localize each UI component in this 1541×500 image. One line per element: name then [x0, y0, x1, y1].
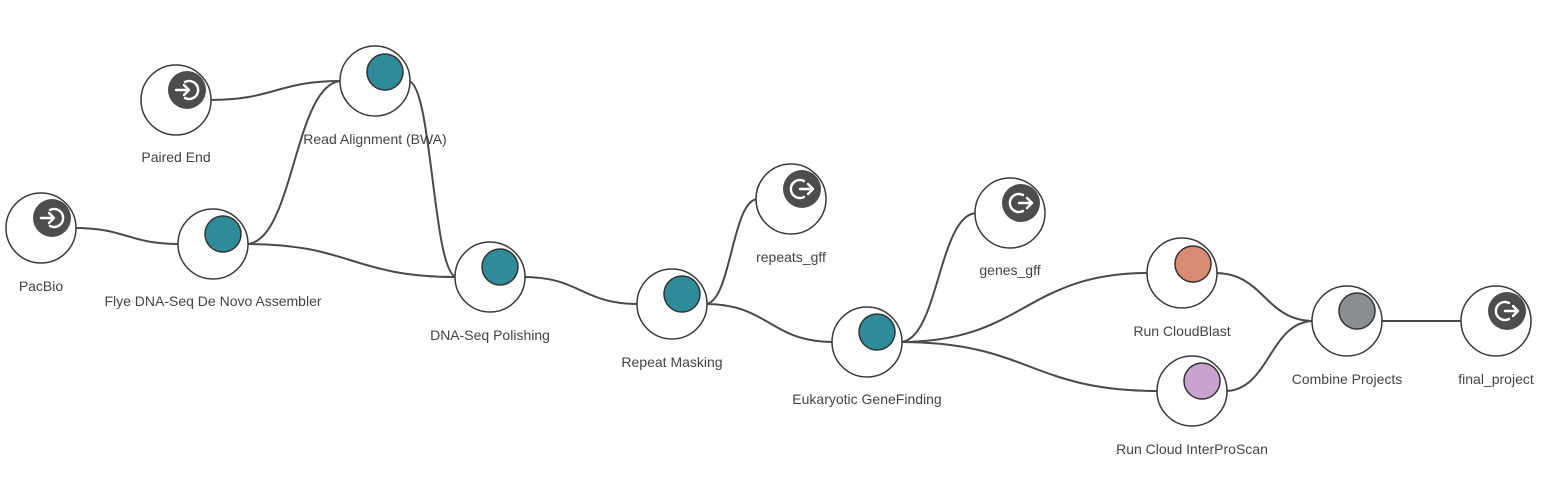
node-repeat[interactable]: Repeat Masking [621, 268, 723, 370]
edge-genefinding-to-cloudblast [899, 272, 1150, 343]
node-label: Paired End [141, 149, 210, 165]
edge-repeat-to-genefinding [704, 303, 835, 343]
edge-cloudblast-to-combine [1214, 272, 1315, 322]
node-paired-end[interactable]: Paired End [140, 64, 212, 165]
edge-genefinding-to-interpro [899, 341, 1160, 392]
edge-flye-to-polish [245, 243, 458, 278]
node-repeats-gff[interactable]: repeats_gff [755, 163, 827, 265]
node-polish[interactable]: DNA-Seq Polishing [430, 241, 550, 343]
edge-paired_end-to-bwa [208, 80, 343, 101]
node-genes-gff[interactable]: genes_gff [974, 177, 1046, 278]
edges-layer [73, 80, 1463, 392]
input-arrow-icon [168, 71, 206, 109]
tool-status-dot [366, 53, 404, 91]
output-arrow-icon [1002, 184, 1040, 222]
edge-polish-to-repeat [522, 276, 640, 305]
node-label: genes_gff [979, 262, 1040, 278]
edge-flye-to-bwa [245, 80, 343, 245]
edge-repeat-to-repeats_gff [704, 198, 759, 305]
edge-genefinding-to-genes_gff [899, 212, 978, 343]
node-label: repeats_gff [756, 249, 826, 265]
node-interpro[interactable]: Run Cloud InterProScan [1116, 355, 1268, 457]
node-combine[interactable]: Combine Projects [1292, 285, 1403, 387]
node-cloudblast[interactable]: Run CloudBlast [1133, 237, 1231, 339]
node-flye[interactable]: Flye DNA-Seq De Novo Assembler [104, 208, 322, 309]
tool-status-dot [1174, 245, 1212, 283]
tool-status-dot [204, 215, 242, 253]
node-genefinding[interactable]: Eukaryotic GeneFinding [792, 306, 942, 407]
edge-interpro-to-combine [1224, 320, 1315, 392]
edge-pacbio-to-flye [73, 227, 181, 245]
node-bwa[interactable]: Read Alignment (BWA) [303, 45, 447, 147]
output-arrow-icon [783, 170, 821, 208]
output-arrow-icon [1488, 292, 1526, 330]
node-label: final_project [1458, 371, 1534, 387]
node-label: Run Cloud InterProScan [1116, 441, 1268, 457]
node-label: Eukaryotic GeneFinding [792, 391, 941, 407]
node-label: Read Alignment (BWA) [303, 131, 446, 147]
node-label: PacBio [19, 278, 64, 294]
node-label: DNA-Seq Polishing [430, 327, 550, 343]
node-pacbio[interactable]: PacBio [5, 192, 77, 294]
node-label: Combine Projects [1292, 371, 1403, 387]
tool-status-dot [1183, 362, 1221, 400]
tool-status-dot [1338, 292, 1376, 330]
input-arrow-icon [33, 199, 71, 237]
node-label: Run CloudBlast [1133, 323, 1230, 339]
node-final-project[interactable]: final_project [1458, 285, 1534, 387]
tool-status-dot [663, 275, 701, 313]
tool-status-dot [858, 313, 896, 351]
node-label: Repeat Masking [621, 354, 722, 370]
tool-status-dot [481, 248, 519, 286]
edge-bwa-to-polish [407, 80, 458, 278]
node-label: Flye DNA-Seq De Novo Assembler [104, 293, 321, 309]
